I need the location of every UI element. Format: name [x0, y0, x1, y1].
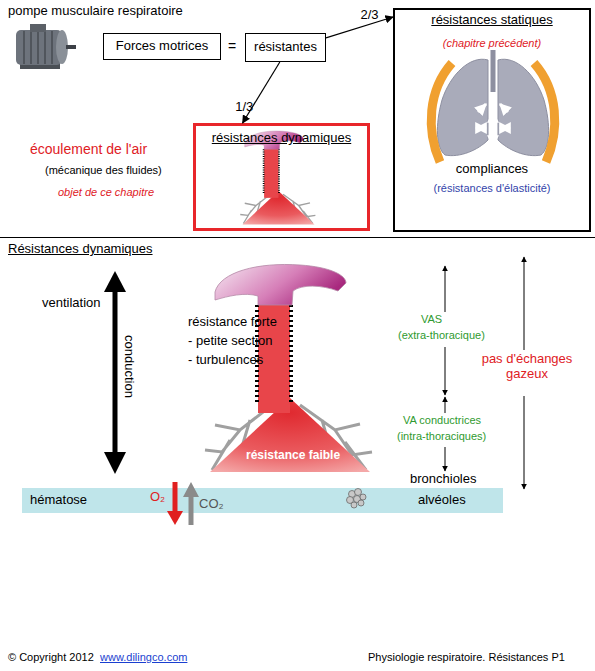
- airway-illustration: [205, 264, 372, 472]
- arrow-connector: [326, 17, 393, 38]
- text-label: pas d'échanges gazeux: [477, 352, 577, 382]
- text-label: - petite section: [188, 334, 273, 349]
- text-label: ventilation: [42, 296, 101, 311]
- text-label: - turbulences: [188, 353, 263, 368]
- gas-arrows: [167, 482, 199, 525]
- text-label: résistance forte: [188, 315, 277, 330]
- text-label: (intra-thoraciques): [397, 430, 486, 443]
- arrow-connector: [243, 62, 280, 123]
- text-label: objet de ce chapitre: [58, 186, 154, 199]
- node-label: hématose: [30, 493, 87, 508]
- node-label: résistances dynamiques: [196, 131, 367, 146]
- node-label: résistances statiques: [395, 13, 589, 28]
- text-label: écoulement de l'air: [30, 141, 147, 157]
- edge-label: 1/3: [235, 99, 253, 114]
- separator-line: [0, 237, 595, 238]
- text-label: résistance faible: [246, 449, 340, 463]
- lungs-illustration: [431, 50, 554, 162]
- airway-illustration: [240, 131, 315, 224]
- node-label: alvéoles: [418, 493, 466, 508]
- text-label: www.dilingco.com: [100, 651, 187, 664]
- text-label: (extra-thoracique): [398, 329, 485, 342]
- text-box: résistances statiques (chapitre précédent…: [393, 8, 591, 232]
- band: hématose alvéoles: [22, 488, 503, 513]
- text-label: =: [228, 38, 236, 54]
- text-box: Forces motrices: [103, 33, 221, 60]
- text-box: résistantes: [245, 33, 326, 62]
- node-label: (chapitre précédent): [395, 37, 589, 50]
- text-label: VA conductrices: [403, 414, 481, 427]
- text-box: résistances dynamiques: [193, 123, 370, 231]
- text-label: (mécanique des fluides): [45, 164, 162, 177]
- node-label: Forces motrices: [104, 39, 220, 54]
- edge-label: 2/3: [360, 8, 378, 23]
- text-label: © Copyright 2012: [8, 651, 94, 664]
- motor-icon: [16, 24, 76, 69]
- text-label: conduction: [122, 326, 137, 406]
- node-label: (résistances d'élasticité): [395, 182, 589, 195]
- text-label: CO₂: [199, 497, 224, 512]
- alveoli-icon: [347, 489, 367, 509]
- text-label: O₂: [150, 490, 165, 505]
- text-label: Physiologie respiratoire. Résistances P1: [368, 651, 565, 664]
- text-label: VAS: [421, 313, 442, 326]
- node-label: compliances: [395, 162, 589, 177]
- text-label: bronchioles: [410, 472, 477, 487]
- text-label: Résistances dynamiques: [8, 242, 153, 257]
- text-label: pompe musculaire respiratoire: [8, 4, 183, 19]
- node-label: résistantes: [246, 40, 325, 55]
